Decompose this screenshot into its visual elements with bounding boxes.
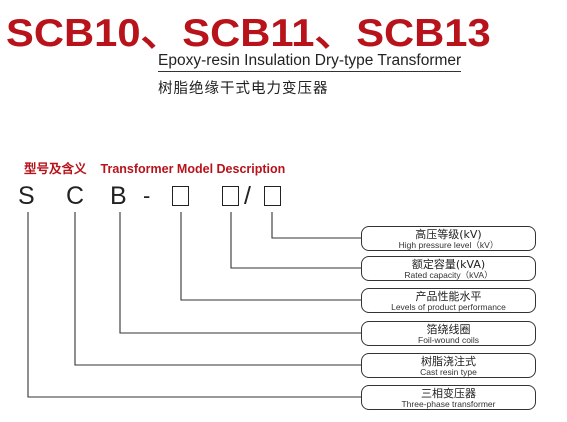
model-char-b: B <box>110 182 127 210</box>
item-voltage-level: 高压等级(kV) High pressure level（kV） <box>361 226 536 251</box>
model-char-s: S <box>18 182 35 210</box>
item-foil-coils-cn: 箔绕线圈 <box>426 323 471 336</box>
item-performance-level: 产品性能水平 Levels of product performance <box>361 288 536 313</box>
page-title: SCB10、SCB11、SCB13 <box>6 12 491 55</box>
item-cast-resin: 树脂浇注式 Cast resin type <box>361 353 536 378</box>
item-foil-coils: 箔绕线圈 Foil-wound coils <box>361 321 536 346</box>
item-three-phase-en: Three-phase transformer <box>401 399 496 409</box>
rated-capacity-box <box>222 186 239 206</box>
connector-rated-capacity <box>230 212 361 269</box>
model-slash: / <box>244 182 251 210</box>
item-three-phase-cn: 三相变压器 <box>421 387 476 400</box>
performance-level-box <box>172 186 189 206</box>
subtitle-english: Epoxy-resin Insulation Dry-type Transfor… <box>158 52 462 72</box>
item-performance-level-cn: 产品性能水平 <box>415 290 482 303</box>
item-rated-capacity: 额定容量(kVA) Rated capacity（kVA） <box>361 256 536 281</box>
model-dash: - <box>143 183 151 208</box>
item-voltage-level-cn: 高压等级(kV) <box>415 228 482 241</box>
connector-three-phase <box>27 212 361 398</box>
connector-voltage-level <box>271 212 361 239</box>
item-cast-resin-cn: 树脂浇注式 <box>421 355 476 368</box>
voltage-level-box <box>264 186 281 206</box>
connector-cast-resin <box>74 212 361 366</box>
item-voltage-level-en: High pressure level（kV） <box>398 240 499 250</box>
item-cast-resin-en: Cast resin type <box>420 367 477 377</box>
item-foil-coils-en: Foil-wound coils <box>418 335 479 345</box>
connector-foil-coils <box>119 212 361 334</box>
section-heading: 型号及含义 Transformer Model Description <box>24 158 285 177</box>
item-performance-level-en: Levels of product performance <box>391 302 506 312</box>
item-rated-capacity-cn: 额定容量(kVA) <box>411 258 486 271</box>
model-char-c: C <box>66 182 85 210</box>
item-three-phase: 三相变压器 Three-phase transformer <box>361 385 536 410</box>
section-heading-cn: 型号及含义 <box>24 162 87 176</box>
section-heading-en: Transformer Model Description <box>100 162 286 176</box>
subtitle-chinese: 树脂绝缘干式电力变压器 <box>158 81 329 97</box>
connector-performance-level <box>180 212 361 301</box>
item-rated-capacity-en: Rated capacity（kVA） <box>404 270 493 280</box>
